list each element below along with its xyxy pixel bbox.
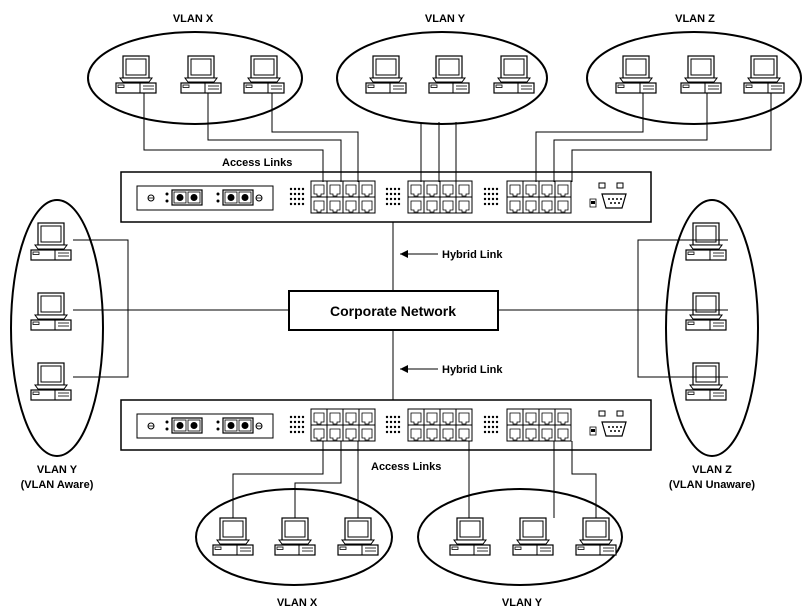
computer — [30, 362, 72, 401]
left-vlan-group — [10, 199, 104, 457]
top-vlan-z-group — [586, 31, 802, 125]
computer — [337, 517, 379, 556]
computer — [30, 292, 72, 331]
computer — [243, 55, 285, 94]
right-vlan-name-label: VLAN Z — [692, 464, 732, 476]
computer — [680, 55, 722, 94]
computer — [743, 55, 785, 94]
access-links-bottom-label: Access Links — [371, 461, 441, 473]
computer — [365, 55, 407, 94]
computer — [512, 517, 554, 556]
right-vlan-group — [665, 199, 759, 457]
computer — [428, 55, 470, 94]
computer — [212, 517, 254, 556]
side-links — [73, 239, 728, 378]
bottom-vlan-y-group — [417, 488, 623, 586]
access-links-top-label: Access Links — [222, 157, 292, 169]
right-vlan-note-label: (VLAN Unaware) — [669, 479, 756, 491]
top-vlan-z-label: VLAN Z — [675, 13, 715, 25]
hybrid-link-bottom-label: Hybrid Link — [442, 364, 503, 376]
corporate-network-label: Corporate Network — [330, 303, 456, 319]
left-vlan-note-label: (VLAN Aware) — [21, 479, 94, 491]
hybrid-link-top-line — [392, 222, 438, 291]
top-vlan-y-group — [336, 31, 548, 125]
left-vlan-name-label: VLAN Y — [37, 464, 78, 476]
computer — [575, 517, 617, 556]
bottom-vlan-x-group — [195, 488, 393, 586]
hybrid-link-top-label: Hybrid Link — [442, 249, 503, 261]
top-access-links — [143, 93, 772, 182]
computer — [685, 222, 727, 261]
computer — [180, 55, 222, 94]
computer — [449, 517, 491, 556]
hybrid-link-bottom-line — [392, 330, 438, 400]
bottom-vlan-y-label: VLAN Y — [502, 597, 543, 609]
bottom-vlan-x-label: VLAN X — [277, 597, 318, 609]
computer — [615, 55, 657, 94]
computer — [274, 517, 316, 556]
computer — [30, 222, 72, 261]
top-vlan-x-label: VLAN X — [173, 13, 214, 25]
computer — [685, 362, 727, 401]
top-vlan-x-group — [87, 31, 303, 125]
bottom-access-links — [232, 441, 597, 518]
computer — [115, 55, 157, 94]
corporate-network-box — [288, 290, 499, 331]
top-vlan-y-label: VLAN Y — [425, 13, 466, 25]
computer — [685, 292, 727, 331]
computer — [493, 55, 535, 94]
